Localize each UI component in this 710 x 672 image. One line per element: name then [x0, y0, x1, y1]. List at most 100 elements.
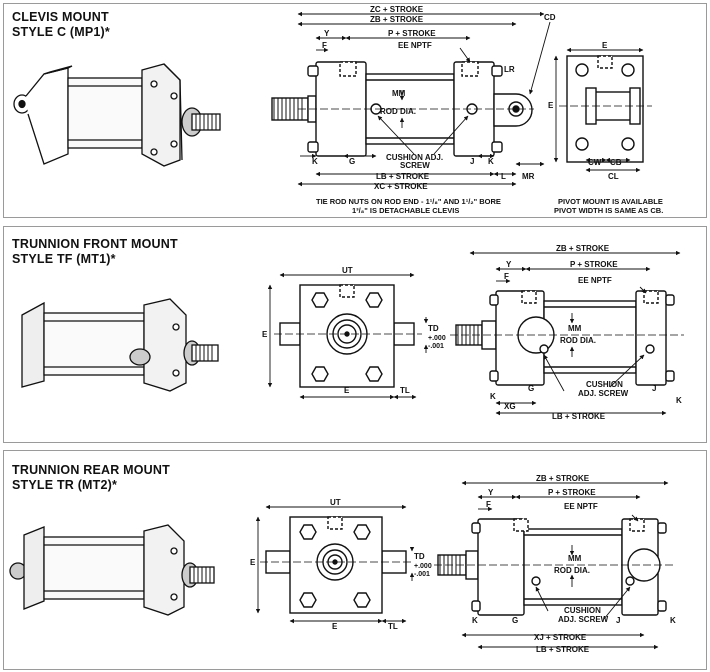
- title-line-1: TRUNNION REAR MOUNT: [12, 463, 170, 477]
- end-view: [559, 55, 652, 163]
- label-tol-plus: +.000: [428, 335, 446, 342]
- label-e-bottom: E: [332, 622, 338, 631]
- trunnion-rear-drawing: UT E E TL TD +.000 -.001 ZB + STROKE Y P…: [9, 474, 676, 654]
- label-mm: MM: [392, 89, 406, 98]
- label-cb: CB: [610, 158, 622, 167]
- label-k-left: K: [472, 616, 478, 625]
- label-mm: MM: [568, 554, 582, 563]
- label-cushion-2: ADJ. SCREW: [558, 615, 609, 624]
- label-j: J: [616, 616, 620, 625]
- panel-title: CLEVIS MOUNT STYLE C (MP1)*: [12, 10, 110, 40]
- end-view: [274, 284, 422, 388]
- label-j: J: [470, 157, 474, 166]
- side-view: [271, 61, 534, 157]
- label-k-left: K: [312, 157, 318, 166]
- label-cushion-1: CUSHION: [586, 380, 623, 389]
- label-lb: LB + STROKE: [536, 645, 590, 654]
- label-cd: CD: [544, 13, 556, 22]
- dimension-labels: ZC + STROKE ZB + STROKE Y P + STROKE F E…: [312, 5, 663, 215]
- label-lr: LR: [504, 65, 515, 74]
- panel-title: TRUNNION REAR MOUNT STYLE TR (MT2)*: [12, 463, 170, 493]
- dimension-labels: UT E E TL TD +.000 -.001 ZB + STROKE Y P…: [250, 474, 676, 654]
- note-line-1: TIE ROD NUTS ON ROD END - 1¹/₈" AND 1¹/₂…: [316, 197, 501, 206]
- label-l: L: [501, 172, 506, 181]
- label-rod-dia: ROD DIA.: [560, 336, 596, 345]
- label-k-left: K: [490, 392, 496, 401]
- label-p: P + STROKE: [570, 260, 618, 269]
- label-e-side: E: [548, 101, 554, 110]
- label-g: G: [512, 616, 518, 625]
- label-zb: ZB + STROKE: [536, 474, 590, 483]
- label-tl: TL: [400, 386, 410, 395]
- label-tol-minus: -.001: [428, 343, 444, 350]
- panel-title: TRUNNION FRONT MOUNT STYLE TF (MT1)*: [12, 237, 178, 267]
- trunnion-front-drawing: UT E E TL TD +.000 -.001 ZB + STROKE Y P…: [21, 244, 684, 421]
- clevis-drawing: ZC + STROKE ZB + STROKE Y P + STROKE F E…: [13, 5, 663, 215]
- label-tol-plus: +.000: [414, 563, 432, 570]
- label-p: P + STROKE: [388, 29, 436, 38]
- label-rod-dia: ROD DIA.: [380, 107, 416, 116]
- label-ee: EE NPTF: [564, 502, 598, 511]
- panel-trunnion-rear: TRUNNION REAR MOUNT STYLE TR (MT2)*: [3, 450, 707, 670]
- label-cushion-2: ADJ. SCREW: [578, 389, 629, 398]
- title-line-2: STYLE TF (MT1)*: [12, 252, 116, 266]
- title-line-1: CLEVIS MOUNT: [12, 10, 109, 24]
- label-e-side: E: [262, 330, 268, 339]
- label-rod-dia: ROD DIA.: [554, 566, 590, 575]
- label-e-side: E: [250, 558, 256, 567]
- label-ee: EE NPTF: [578, 276, 612, 285]
- label-y: Y: [506, 260, 512, 269]
- label-cl: CL: [608, 172, 619, 181]
- label-xc: XC + STROKE: [374, 182, 428, 191]
- label-xj: XJ + STROKE: [534, 633, 587, 642]
- label-ut: UT: [330, 498, 341, 507]
- label-zb: ZB + STROKE: [370, 15, 424, 24]
- label-e-top: E: [602, 41, 608, 50]
- label-k-right: K: [670, 616, 676, 625]
- label-tol-minus: -.001: [414, 571, 430, 578]
- cylinder-illustration: [9, 524, 215, 616]
- side-view: [434, 518, 676, 616]
- label-cushion-2: SCREW: [400, 161, 430, 170]
- label-ee: EE NPTF: [398, 41, 432, 50]
- title-line-1: TRUNNION FRONT MOUNT: [12, 237, 178, 251]
- label-k-right: K: [488, 157, 494, 166]
- label-p: P + STROKE: [548, 488, 596, 497]
- label-cw: CW: [588, 158, 602, 167]
- title-line-2: STYLE C (MP1)*: [12, 25, 110, 39]
- label-zc: ZC + STROKE: [370, 5, 424, 14]
- label-zb: ZB + STROKE: [556, 244, 610, 253]
- label-y: Y: [488, 488, 494, 497]
- label-cushion-1: CUSHION ADJ.: [386, 153, 443, 162]
- label-tl: TL: [388, 622, 398, 631]
- label-td: TD: [414, 552, 425, 561]
- label-lb: LB + STROKE: [376, 172, 430, 181]
- title-line-2: STYLE TR (MT2)*: [12, 478, 118, 492]
- label-xg: XG: [504, 402, 516, 411]
- cylinder-illustration: [21, 298, 219, 392]
- panel-trunnion-front: TRUNNION FRONT MOUNT STYLE TF (MT1)*: [3, 226, 707, 443]
- dimension-lines: [255, 480, 669, 650]
- label-g: G: [528, 384, 534, 393]
- note-line-2: 1³/₈" IS DETACHABLE CLEVIS: [352, 206, 459, 215]
- dimension-lines: [267, 250, 681, 416]
- label-j: J: [652, 384, 656, 393]
- label-ut: UT: [342, 266, 353, 275]
- pivot-note-2: PIVOT WIDTH IS SAME AS CB.: [554, 206, 663, 215]
- side-view: [450, 290, 684, 386]
- label-f: F: [322, 41, 327, 50]
- dimension-lines: [297, 11, 644, 187]
- label-f: F: [486, 500, 491, 509]
- cylinder-illustration: [13, 63, 221, 167]
- label-cushion-1: CUSHION: [564, 606, 601, 615]
- label-mr: MR: [522, 172, 535, 181]
- label-lb: LB + STROKE: [552, 412, 606, 421]
- panel-clevis-mount: CLEVIS MOUNT STYLE C (MP1)*: [3, 3, 707, 218]
- label-e-bottom: E: [344, 386, 350, 395]
- pivot-note-1: PIVOT MOUNT IS AVAILABLE: [558, 197, 663, 206]
- end-view: [260, 516, 414, 614]
- dimension-labels: UT E E TL TD +.000 -.001 ZB + STROKE Y P…: [262, 244, 682, 421]
- label-td: TD: [428, 324, 439, 333]
- label-k-right: K: [676, 396, 682, 405]
- label-f: F: [504, 272, 509, 281]
